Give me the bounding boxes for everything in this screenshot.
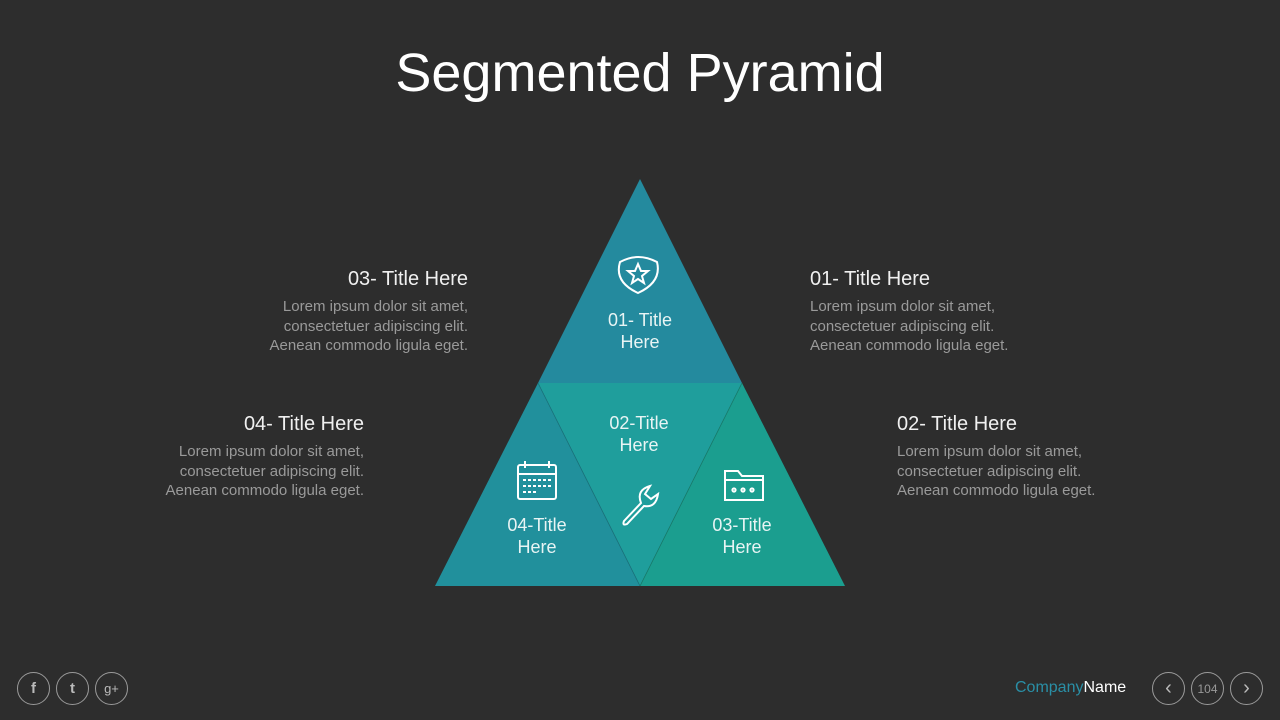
label-line: 04-Title [507,515,567,535]
block-text: Lorem ipsum dolor sit amet, [282,298,468,315]
block-text: consectetuer adipiscing elit. [810,317,995,335]
block-title: 02- Title Here [897,413,1018,435]
block-text: consectetuer adipiscing elit. [283,317,468,335]
page-title: Segmented Pyramid [395,43,885,103]
block-text: Aenean commodo ligula eget. [269,337,468,354]
shield-star-icon [617,256,659,295]
twitter-icon[interactable]: t [56,672,89,705]
label-line: Here [620,332,660,352]
prev-arrow-icon[interactable]: ‹ [1152,672,1185,705]
block-title: 04- Title Here [243,413,364,435]
label-line: Here [722,537,762,557]
block-text: Aenean commodo ligula eget. [165,482,364,499]
segment-03[interactable] [640,383,845,586]
company-name: CompanyName [1015,679,1126,697]
folder-icon [724,470,764,501]
label-line: 03-Title [712,515,772,535]
block-text: Lorem ipsum dolor sit amet, [178,443,364,460]
segment-02[interactable] [538,383,742,586]
label-line: Here [517,537,557,557]
block-text: consectetuer adipiscing elit. [179,462,364,480]
block-text: consectetuer adipiscing elit. [897,462,1082,480]
block-text: Lorem ipsum dolor sit amet, [810,298,996,315]
block-text: Aenean commodo ligula eget. [897,482,1096,499]
segment-04[interactable] [435,383,640,586]
company-part: Company [1015,679,1084,696]
label-line: Here [619,435,659,455]
calendar-icon [517,461,557,500]
block-text: Aenean commodo ligula eget. [810,337,1009,354]
block-text: Lorem ipsum dolor sit amet, [897,443,1083,460]
wrench-icon [622,484,660,526]
page-number: 104 [1191,672,1224,705]
block-title: 03- Title Here [347,268,468,290]
block-title: 01- Title Here [810,268,931,290]
google-plus-icon[interactable]: g+ [95,672,128,705]
next-arrow-icon[interactable]: › [1230,672,1263,705]
facebook-icon[interactable]: f [17,672,50,705]
label-line: 02-Title [609,413,669,433]
company-part: Name [1083,679,1127,696]
label-line: 01- Title [607,310,673,330]
